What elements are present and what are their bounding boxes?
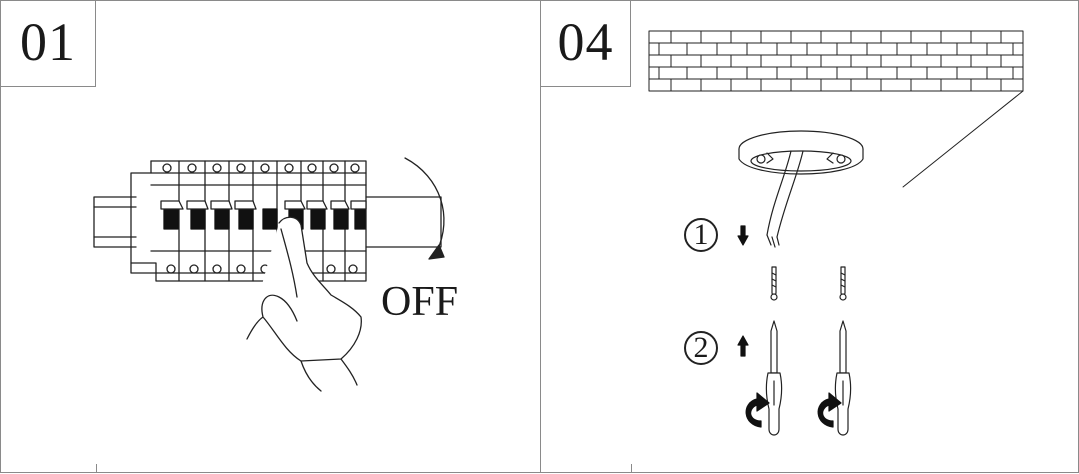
breaker-illustration bbox=[1, 1, 542, 474]
breaker-toggles bbox=[164, 209, 365, 229]
rotate-clockwise-icon bbox=[746, 393, 769, 427]
rotation-arrow bbox=[405, 158, 444, 259]
divider-tick bbox=[631, 464, 632, 472]
step-panel-01: 01 bbox=[0, 0, 541, 473]
screwdriver bbox=[766, 321, 781, 435]
screwdriver bbox=[835, 321, 850, 435]
ceiling-mount bbox=[739, 131, 863, 247]
step-panel-04: 04 bbox=[540, 0, 1079, 473]
step-marker-2: 2 bbox=[684, 331, 718, 365]
hand bbox=[247, 217, 361, 391]
divider-tick bbox=[96, 464, 97, 472]
step-marker-1: 1 bbox=[684, 218, 718, 252]
mounting-illustration bbox=[541, 1, 1079, 474]
arrow-up bbox=[738, 336, 748, 356]
screw bbox=[771, 267, 777, 300]
arrow-down bbox=[738, 226, 748, 245]
off-label: OFF bbox=[381, 281, 458, 323]
screw bbox=[840, 267, 846, 300]
